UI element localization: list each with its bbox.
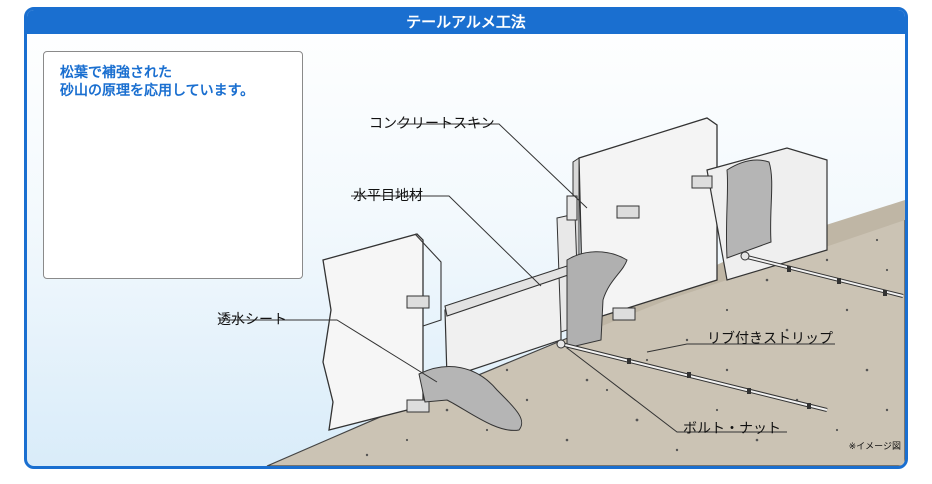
page-title: テールアルメ工法 — [27, 10, 905, 34]
permeable-sheet-middle — [566, 251, 628, 349]
image-note: ※イメージ図 — [848, 442, 901, 452]
label-horizontal-joint: 水平目地材 — [353, 188, 423, 204]
permeable-sheet-lower — [418, 366, 523, 431]
permeable-sheet-upper — [725, 159, 773, 259]
bolt-plate — [691, 175, 713, 189]
ribbed-strip-upper — [742, 255, 904, 297]
diagram-frame: テールアルメ工法 松葉で補強された 砂山の原理を応用しています。 コンクリートス… — [24, 7, 908, 469]
ribbed-strip-lower — [556, 342, 828, 411]
label-bolt-nut: ボルト・ナット — [683, 421, 781, 437]
wall-panel-front — [322, 233, 424, 431]
inset-caption-line1: 松葉で補強された — [60, 65, 172, 81]
soil-texture — [365, 238, 889, 457]
inset-caption: 松葉で補強された 砂山の原理を応用しています。 — [60, 64, 254, 100]
label-concrete-skin: コンクリートスキン — [369, 116, 495, 132]
label-ribbed-strip: リブ付きストリップ — [707, 331, 833, 347]
principle-inset-box: 松葉で補強された 砂山の原理を応用しています。 — [43, 51, 303, 279]
inset-caption-line2: 砂山の原理を応用しています。 — [60, 83, 255, 99]
leader-lines — [219, 123, 835, 433]
bolt-nut-joint — [556, 339, 566, 349]
label-permeable-sheet: 透水シート — [217, 312, 287, 328]
